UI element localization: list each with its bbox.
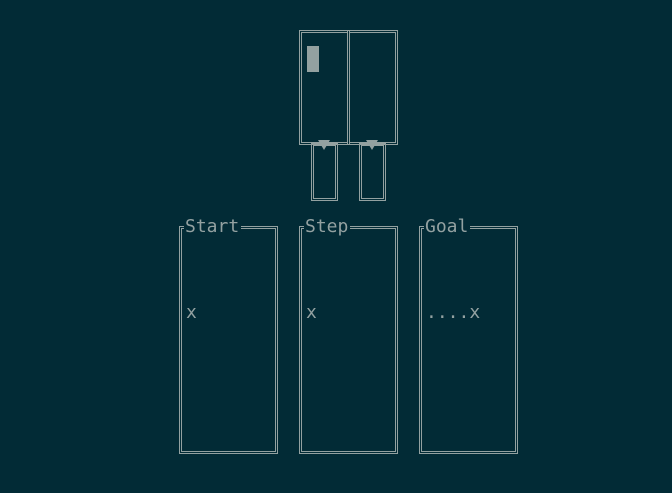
tape-cell-2[interactable] xyxy=(347,30,398,145)
step-panel: Step x xyxy=(299,215,398,454)
start-panel-title: Start xyxy=(184,215,242,239)
start-panel-content: x xyxy=(186,302,197,323)
triangle-down-icon xyxy=(366,140,378,150)
goal-panel-title: Goal xyxy=(424,215,471,239)
goal-panel-content: ....x xyxy=(426,302,481,323)
step-panel-content: x xyxy=(306,302,317,323)
selector-slot-2[interactable] xyxy=(359,143,386,201)
goal-panel: Goal ....x xyxy=(419,215,518,454)
triangle-down-icon xyxy=(318,140,330,150)
cursor-block xyxy=(307,46,319,72)
step-panel-title: Step xyxy=(304,215,351,239)
tape-cell-1[interactable] xyxy=(299,30,350,145)
selector-slot-1[interactable] xyxy=(311,143,338,201)
start-panel: Start x xyxy=(179,215,278,454)
